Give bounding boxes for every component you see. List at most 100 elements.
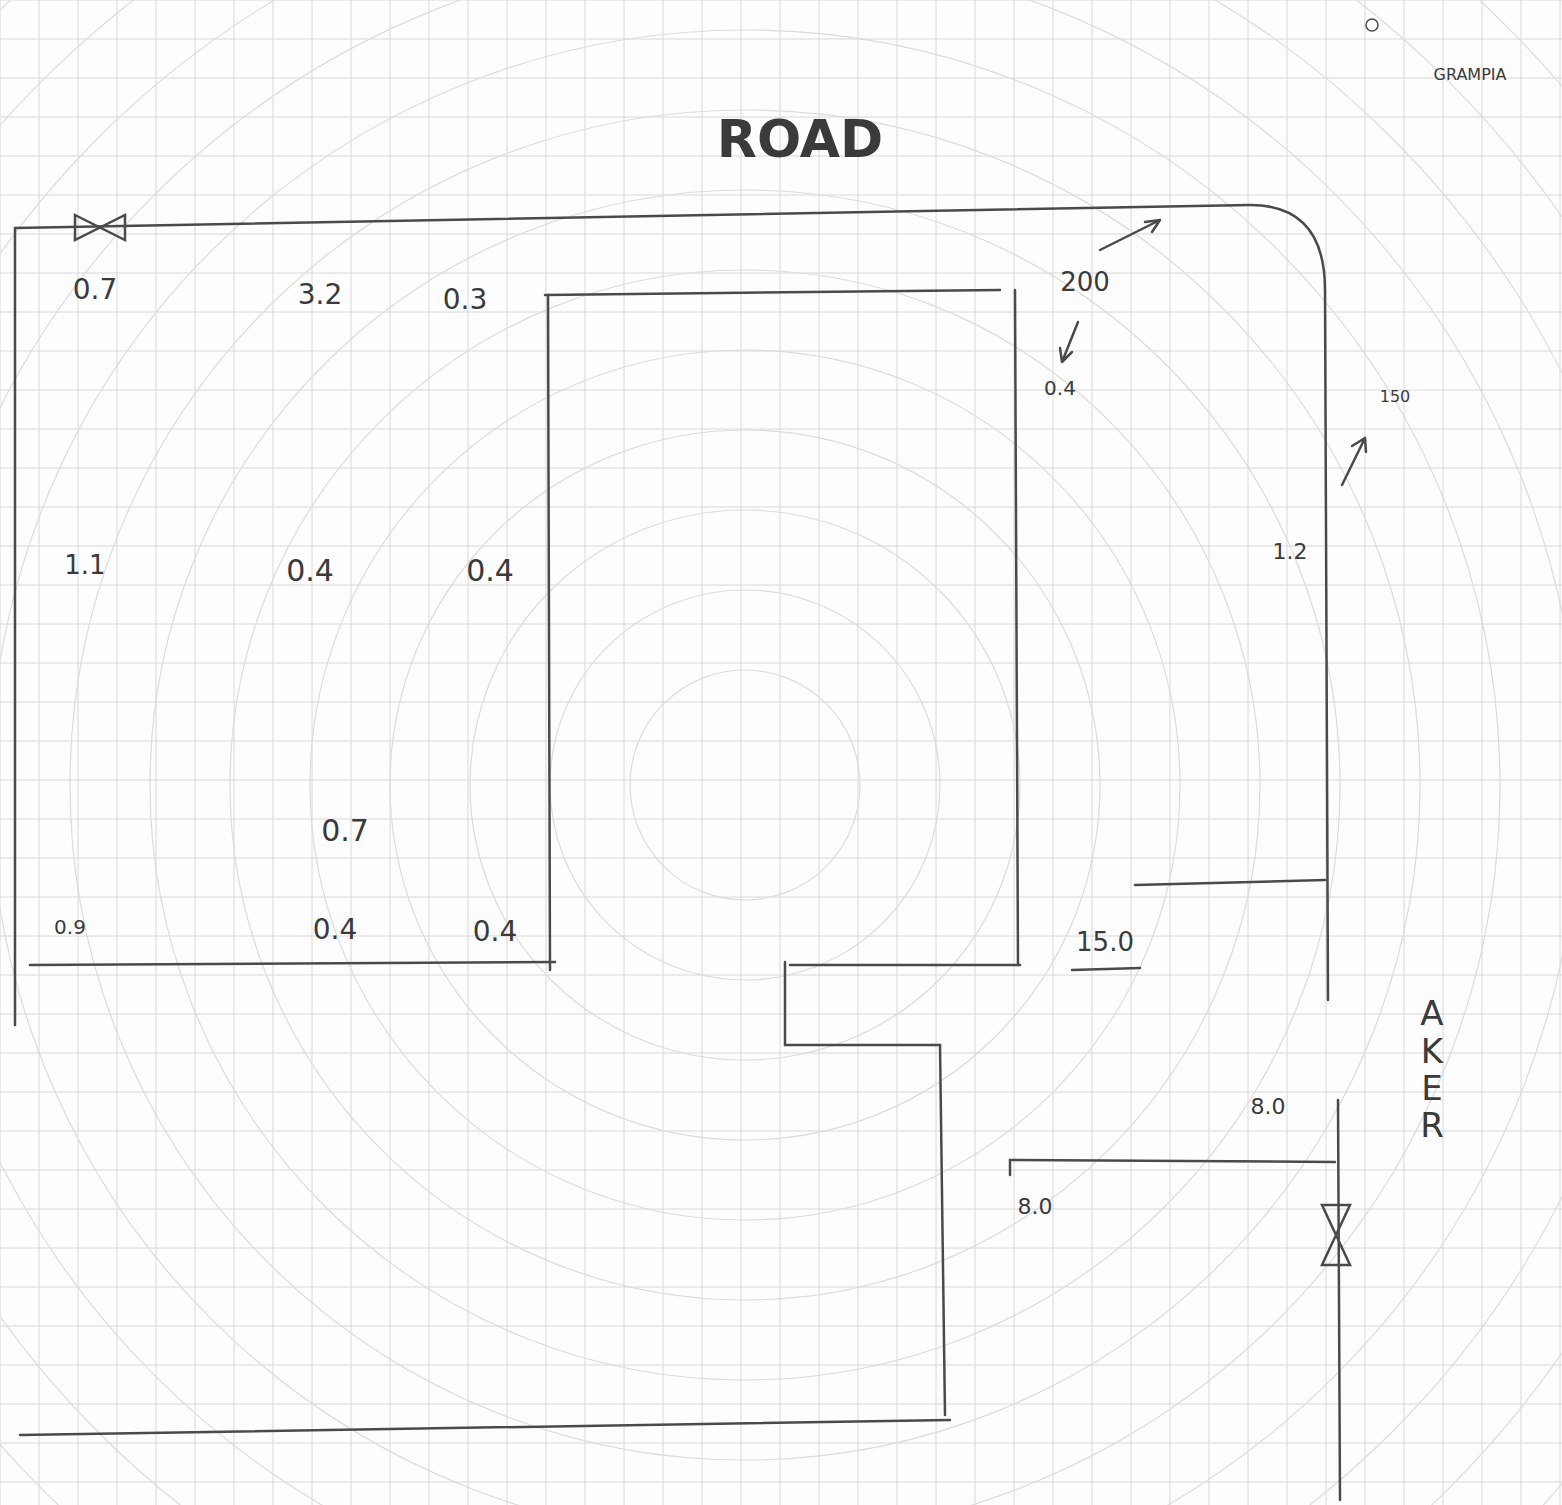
grid-line [1404,0,1405,1505]
grid-line [1560,0,1561,1505]
grid-line [0,0,1,1505]
grid-line [1014,0,1015,1505]
grid-line [936,0,937,1505]
grid-line [0,1404,1562,1405]
grid-line [0,507,1562,508]
dimension-label: 0.7 [73,275,118,306]
grid-line [390,0,391,1505]
range-ring [230,270,1260,1300]
grid-line [0,429,1562,430]
grid-line [741,0,742,1505]
dimension-label: 0.4 [313,915,358,946]
grid-line [975,0,976,1505]
grid-line [468,0,469,1505]
range-ring [150,190,1340,1380]
underline [1072,968,1140,970]
grid-line [0,78,1562,79]
grid-line [429,0,430,1505]
grid-line [0,1287,1562,1288]
grid-line [897,0,898,1505]
grid-line [0,546,1562,547]
building-top [545,290,1000,295]
grid-line [819,0,820,1505]
plot-lines [15,19,1378,1500]
grid-line [351,0,352,1505]
grid-line [0,624,1562,625]
left-boundary [14,228,17,1025]
grid-line [780,0,781,1505]
grid-line [0,39,1562,40]
range-ring [390,430,1100,1140]
leader-arrow [1100,220,1160,250]
grid-line [0,195,1562,196]
grid-line [1092,0,1093,1505]
grid-line [0,312,1562,313]
road-name: ROAD [717,111,883,168]
leader-arrow [1060,322,1078,362]
right-boundary [1338,1100,1340,1500]
valve-symbol [1322,1205,1350,1265]
dimension-label: 0.4 [466,554,514,587]
grid-line [234,0,235,1505]
grid-line [1482,0,1483,1505]
lower-boundary [30,962,555,965]
grid-line [0,234,1562,235]
dimension-label: 200 [1060,268,1110,297]
dimension-label: 150 [1380,388,1411,406]
range-ring [0,30,1500,1505]
grid-line [0,1131,1562,1132]
dimension-label: 0.3 [443,285,488,316]
grid-line [1443,0,1444,1505]
grid-line [0,1326,1562,1327]
grid-line [624,0,625,1505]
grid-line [0,1443,1562,1444]
grid-line [0,1209,1562,1210]
range-ring [310,350,1180,1220]
grid-line [0,1014,1562,1015]
dimension-label: 1.2 [1273,540,1308,564]
grid-line [1209,0,1210,1505]
grid-line [1053,0,1054,1505]
grid-line [0,1365,1562,1366]
bottom-line [20,1420,950,1435]
grid-line [585,0,586,1505]
range-ring [630,670,860,900]
grid-line [1170,0,1171,1505]
building-right [1015,290,1018,965]
branch-line [1010,1160,1335,1175]
dimension-label: 0.4 [1044,377,1076,399]
range-ring [70,110,1420,1460]
grid-line [1287,0,1288,1505]
grid-line [546,0,547,1505]
dimension-label: 0.4 [286,554,334,587]
grid-line [0,468,1562,469]
grid-line [858,0,859,1505]
grid-line [0,1248,1562,1249]
grid-line [0,0,1562,1]
grid-line [1248,0,1249,1505]
outer-boundary [15,205,1328,1000]
grid-line [0,273,1562,274]
grid-line [0,585,1562,586]
grid-line [39,0,40,1505]
grid-line [0,1482,1562,1483]
pipe-line [940,1045,945,1415]
grid-line [0,1170,1562,1171]
grid-line [507,0,508,1505]
grid-line [0,390,1562,391]
dimension-label: 8.0 [1251,1095,1286,1119]
north-mark [1366,19,1378,31]
place-name: GRAMPIA [1434,66,1507,84]
side-note: AKER [1415,995,1449,1145]
dimension-label: 0.7 [321,814,369,847]
grid-line [0,1053,1562,1054]
range-ring [550,590,940,980]
dimension-label: 15.0 [1076,928,1134,957]
